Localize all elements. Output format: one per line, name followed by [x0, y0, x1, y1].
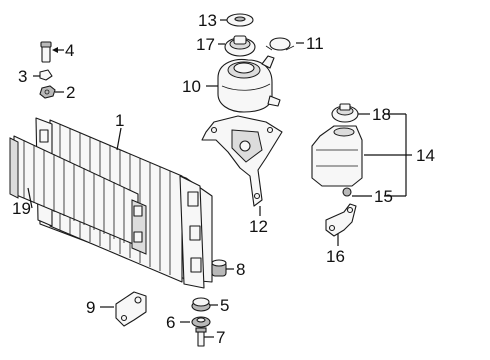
- callout-2: 2: [66, 83, 75, 102]
- callout-5: 5: [220, 296, 229, 315]
- nut-part-2: [39, 85, 56, 99]
- callout-19: 19: [12, 199, 31, 218]
- reservoir-part-14: [311, 125, 363, 187]
- callout-18: 18: [372, 105, 391, 124]
- bracket-part-16: [325, 203, 357, 237]
- callout-12: 12: [249, 217, 268, 236]
- callouts: 4 3 2 1 13 17 11 10 12 18 14 15 16 19 8 …: [12, 11, 435, 347]
- callout-8: 8: [236, 260, 245, 279]
- callout-17: 17: [196, 35, 215, 54]
- condenser: [9, 135, 147, 255]
- washer-part-6: [191, 316, 211, 328]
- callout-14: 14: [416, 146, 435, 165]
- clamp-part-11: [265, 37, 295, 51]
- callout-1: 1: [115, 111, 124, 130]
- callout-15: 15: [374, 187, 393, 206]
- callout-7: 7: [216, 328, 225, 347]
- callout-3: 3: [18, 67, 27, 86]
- leader-lines: [27, 19, 412, 338]
- screw-part-15: [342, 187, 352, 197]
- reservoir-part-10: [217, 55, 281, 113]
- callout-13: 13: [198, 11, 217, 30]
- bolt-part-7: [195, 327, 207, 347]
- clip-part-3: [39, 69, 53, 81]
- callout-9: 9: [86, 298, 95, 317]
- cap-part-17: [224, 35, 256, 57]
- cap-part-18: [331, 103, 359, 123]
- callout-10: 10: [182, 77, 201, 96]
- callout-6: 6: [166, 313, 175, 332]
- bracket-part-9: [115, 291, 147, 327]
- cap-part-13: [226, 13, 254, 27]
- bushing-part-8: [211, 259, 227, 277]
- bracket-part-12: [201, 115, 283, 207]
- bolt-part-4: [40, 41, 52, 63]
- callout-16: 16: [326, 247, 345, 266]
- callout-11: 11: [306, 34, 324, 53]
- callout-4: 4: [65, 41, 74, 60]
- mount-part-5: [191, 297, 211, 312]
